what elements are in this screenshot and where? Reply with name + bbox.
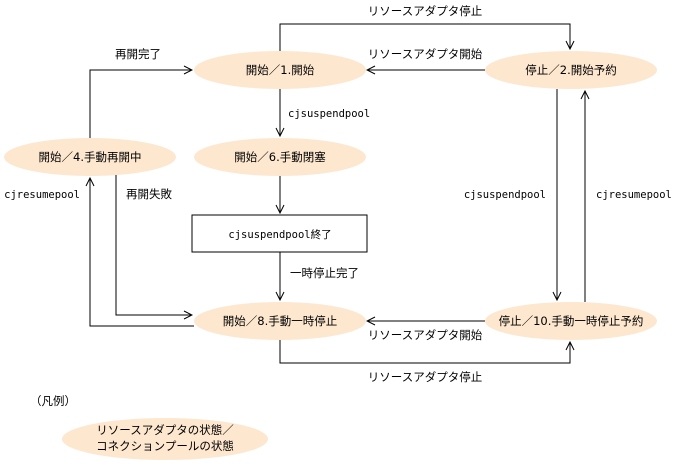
- label-pause-complete: 一時停止完了: [290, 266, 359, 280]
- legend-swatch: [62, 418, 268, 460]
- label-restart-failed: 再開失敗: [126, 187, 172, 201]
- state-manual-paused: 開始／8.手動一時停止: [194, 302, 366, 340]
- process-box-label: cjsuspendpool終了: [228, 228, 331, 241]
- legend-line1: リソースアダプタの状態／: [96, 423, 234, 437]
- state-start: 開始／1.開始: [194, 51, 366, 89]
- state-manual-blocked-label: 開始／6.手動閉塞: [234, 150, 326, 164]
- process-box: cjsuspendpool終了: [191, 214, 368, 253]
- legend-title: （凡例）: [30, 394, 76, 408]
- label-resume-left: cjresumepool: [4, 189, 80, 201]
- label-restart-complete: 再開完了: [115, 47, 161, 61]
- state-manual-restarting: 開始／4.手動再開中: [4, 138, 176, 176]
- arrow-resume-left: [90, 178, 194, 327]
- state-manual-blocked: 開始／6.手動閉塞: [194, 138, 366, 176]
- state-manual-restarting-label: 開始／4.手動再開中: [39, 150, 142, 164]
- state-stop-manual-pause-reserved-label: 停止／10.手動一時停止予約: [499, 314, 644, 328]
- label-resume-right: cjresumepool: [596, 189, 672, 201]
- state-start-label: 開始／1.開始: [246, 63, 315, 77]
- label-top-stop: リソースアダプタ停止: [368, 4, 482, 18]
- arrow-top-stop: [279, 23, 570, 51]
- label-suspend-down: cjsuspendpool: [288, 108, 370, 120]
- label-top-start: リソースアダプタ開始: [368, 47, 483, 61]
- label-suspend-right: cjsuspendpool: [464, 189, 546, 201]
- arrow-restart-complete: [89, 70, 192, 138]
- arrow-bottom-stop: [279, 340, 570, 364]
- label-bottom-start: リソースアダプタ開始: [368, 328, 483, 342]
- state-manual-paused-label: 開始／8.手動一時停止: [223, 314, 337, 328]
- state-stop-manual-pause-reserved: 停止／10.手動一時停止予約: [485, 302, 657, 340]
- label-bottom-stop: リソースアダプタ停止: [368, 370, 482, 384]
- legend: （凡例） リソースアダプタの状態／ コネクションプールの状態: [30, 394, 268, 460]
- state-stop-start-reserved-label: 停止／2.開始予約: [525, 63, 616, 77]
- state-stop-start-reserved: 停止／2.開始予約: [485, 51, 657, 89]
- arrow-restart-failed: [115, 175, 192, 315]
- legend-line2: コネクションプールの状態: [96, 439, 234, 453]
